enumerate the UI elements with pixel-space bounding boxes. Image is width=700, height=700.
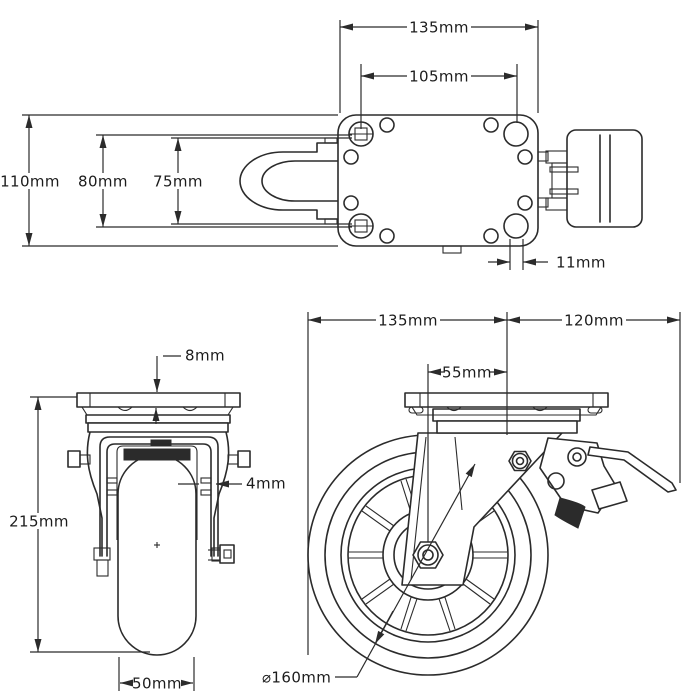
side-view-fork-bolt [508,450,532,472]
dim-label-top-110mm: 110mm [0,173,60,191]
dim-side-axle-offset: 55mm [427,364,507,542]
front-view-brake-bar [123,448,191,461]
front-view-fork-frames [99,436,219,557]
dim-label-top-75mm: 75mm [153,173,203,191]
top-view-right-tab-upper [537,151,549,162]
side-view-axle-nut [412,541,444,569]
front-view-swivel-race-1 [85,414,231,424]
top-view-brake-pedal [545,129,643,228]
top-view-bolt-bottom-left [348,213,374,239]
dim-label-side-135mm: 135mm [378,312,438,330]
side-view-brake-lever [587,446,677,493]
front-view-mounting-plate [76,392,241,416]
dim-label-front-50mm: 50mm [132,675,182,693]
top-view [239,114,643,254]
dim-label-front-215mm: 215mm [9,513,69,531]
dim-top-fork-outer: 80mm [78,134,352,228]
top-view-fork [239,137,341,225]
top-view-dimensions: 135mm 105mm 110mm 80mm [0,19,606,272]
front-view-lower-bolt [208,544,235,564]
dim-side-lever-reach: 120mm [507,312,680,330]
side-view-dimensions: 135mm 120mm 55mm ⌀160mm [262,312,681,687]
dim-front-wheel-width: 50mm [118,657,195,693]
dim-front-leg-thickness: 4mm [178,475,286,493]
front-view-wheel [117,454,197,656]
dim-label-top-11mm: 11mm [556,254,606,272]
side-view-brake-shoe [554,497,586,529]
dim-side-plate-length: 135mm [308,312,507,330]
side-view-brake [539,437,677,529]
front-view-dimensions: 8mm 4mm 215mm 50mm [9,347,286,693]
dim-front-plate-thickness: 8mm [152,347,225,424]
side-view-brake-pad [591,481,628,510]
dim-label-side-55mm: 55mm [442,364,492,382]
dim-top-hole-diameter: 11mm [488,239,606,272]
front-view-wheel-center-mark [154,542,160,548]
dim-label-top-80mm: 80mm [78,173,128,191]
front-view-right-axle-bolt [227,450,251,468]
top-view-holes [343,117,533,244]
dim-label-front-8mm: 8mm [185,347,225,365]
front-view-shell [86,431,230,577]
top-view-right-tab-lower [537,197,549,208]
dim-label-top-135mm: 135mm [409,19,469,37]
dim-top-plate-width: 110mm [0,114,338,247]
dim-label-front-4mm: 4mm [246,475,286,493]
dim-top-hole-spacing: 105mm [360,64,518,129]
front-view-brake-tab [150,439,172,447]
side-view [307,392,677,676]
top-view-bottom-tab [442,245,462,254]
dim-label-side-160mm: ⌀160mm [262,669,331,687]
dim-label-side-120mm: 120mm [564,312,624,330]
front-view-swivel-race-2 [87,422,229,433]
dim-front-overall-height: 215mm [9,396,150,653]
dim-top-plate-length: 135mm [339,19,539,113]
top-view-mounting-plate [337,114,539,247]
dim-label-top-105mm: 105mm [409,68,469,86]
front-view [67,392,251,656]
front-view-left-axle-bolt [67,450,91,468]
dim-top-fork-inner: 75mm [153,137,352,225]
dim-side-wheel-diameter: ⌀160mm [262,463,476,687]
